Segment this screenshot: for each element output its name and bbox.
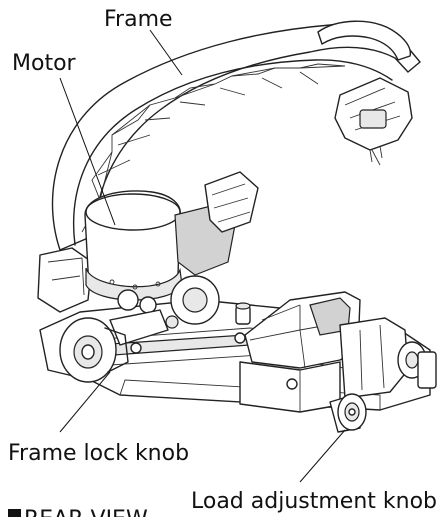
motor-top-cap: [85, 193, 181, 231]
view-caption: REAR VIEW: [24, 507, 148, 517]
loading-head: [239, 291, 437, 413]
load-adjustment-knob-leader: [299, 429, 346, 483]
frame-lock-knob: [59, 317, 142, 383]
load-adjustment-knob-label: Load adjustment knob: [191, 489, 437, 514]
view-caption-square: [8, 509, 21, 521]
motor-label: Motor: [12, 51, 77, 76]
motor: [84, 171, 259, 301]
frame-label: Frame: [104, 7, 173, 32]
load-adjustment-knob: [329, 393, 367, 433]
motor-leader: [59, 77, 116, 226]
frame-leader: [149, 29, 183, 76]
frame-lock-knob-leader: [59, 371, 111, 433]
motor-flange: [85, 267, 183, 301]
left-bracket: [37, 247, 93, 313]
frame-lock-knob-label: Frame lock knob: [8, 441, 189, 466]
lock-screw: [130, 342, 142, 354]
upper-bracket: [204, 171, 259, 233]
frame-handle: [317, 20, 412, 61]
shaft-coupler: [117, 289, 139, 311]
leader-lines: [59, 29, 346, 483]
head-cover-plate: [359, 109, 387, 129]
frame-inner-edge: [72, 59, 393, 246]
